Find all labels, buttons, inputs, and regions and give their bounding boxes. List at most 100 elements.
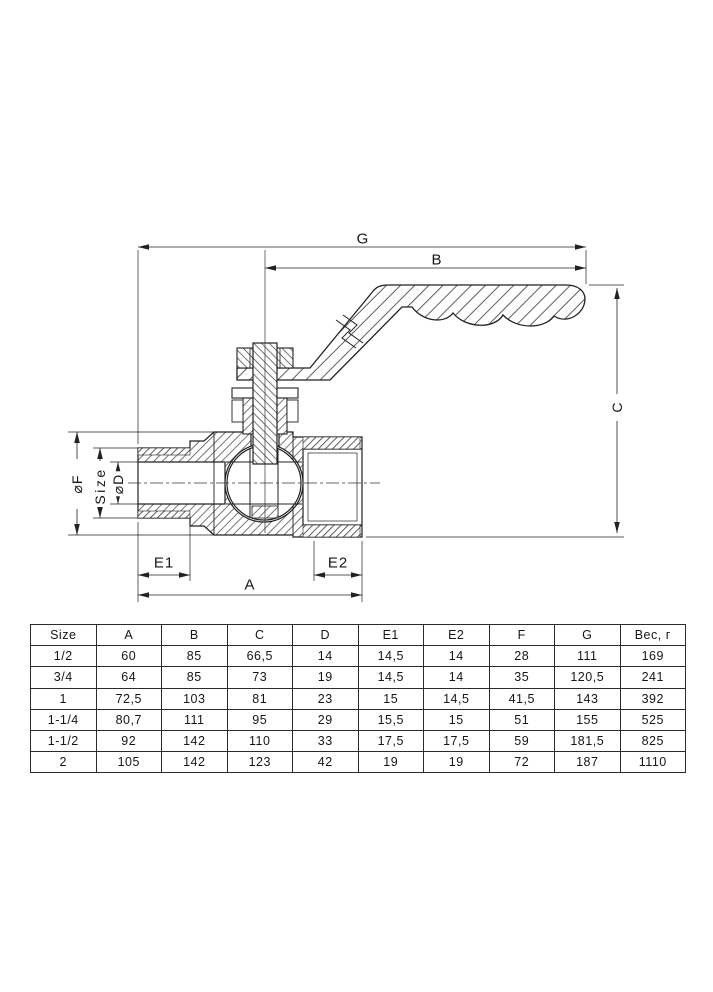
female-thread-band-top — [302, 436, 361, 450]
table-cell: 14,5 — [357, 666, 424, 689]
table-header-cell: G — [554, 623, 621, 647]
table-cell: 23 — [292, 687, 359, 710]
table-cell: 111 — [554, 645, 621, 668]
centerlines — [128, 250, 380, 533]
table-cell: 15,5 — [357, 708, 424, 731]
table-cell: 181,5 — [554, 729, 621, 753]
table-cell: 14 — [292, 645, 359, 668]
table-cell: 825 — [619, 729, 686, 753]
table-header-cell: Вес, г — [619, 623, 686, 647]
table-cell: 14 — [423, 645, 490, 668]
dim-label-e2: E2 — [325, 554, 351, 572]
table-cell: 142 — [161, 729, 228, 753]
table-header-cell: F — [488, 623, 555, 647]
dim-label-a: A — [242, 576, 258, 594]
handle-outline — [236, 284, 586, 381]
table-cell: 123 — [226, 751, 293, 774]
table-cell: 72 — [488, 751, 555, 774]
table-cell: 42 — [292, 751, 359, 774]
table-header-cell: E1 — [357, 623, 424, 647]
female-thread-root — [307, 452, 358, 522]
table-cell: 3/4 — [30, 666, 97, 689]
dim-label-g: G — [354, 230, 372, 248]
table-cell: 19 — [292, 666, 359, 689]
table-cell: 525 — [619, 708, 686, 731]
gland-wing-left — [231, 399, 244, 423]
table-cell: 120,5 — [554, 666, 621, 689]
table-cell: 41,5 — [488, 687, 555, 710]
valve-drawing — [68, 244, 624, 602]
table-cell: 35 — [488, 666, 555, 689]
dimension-lines — [68, 244, 624, 602]
table-cell: 81 — [226, 687, 293, 710]
table-cell: 85 — [161, 666, 228, 689]
table-header-cell: C — [226, 623, 293, 647]
dim-label-d: ⌀D — [110, 471, 126, 497]
female-thread-band-bottom — [302, 524, 361, 538]
dim-label-e1: E1 — [151, 554, 177, 572]
table-cell: 1 — [30, 687, 97, 710]
table-cell: 14 — [423, 666, 490, 689]
handle-break-line — [335, 314, 364, 349]
table-header-cell: A — [95, 623, 162, 647]
table-cell: 169 — [619, 645, 686, 668]
table-cell: 92 — [95, 729, 162, 753]
table-cell: 392 — [619, 687, 686, 710]
table-cell: 187 — [554, 751, 621, 774]
table-cell: 1-1/2 — [30, 729, 97, 753]
table-header-cell: Size — [30, 623, 97, 647]
table-cell: 28 — [488, 645, 555, 668]
table-cell: 14,5 — [357, 645, 424, 668]
table-cell: 85 — [161, 645, 228, 668]
table-cell: 14,5 — [423, 687, 490, 710]
table-cell: 1110 — [619, 751, 686, 774]
table-header-cell: B — [161, 623, 228, 647]
table-cell: 17,5 — [357, 729, 424, 753]
table-cell: 19 — [357, 751, 424, 774]
dim-label-c: C — [609, 399, 625, 415]
gland-wing-right — [286, 399, 299, 423]
table-cell: 142 — [161, 751, 228, 774]
table-cell: 95 — [226, 708, 293, 731]
nut-flats — [249, 348, 281, 368]
table-cell: 111 — [161, 708, 228, 731]
table-cell: 1/2 — [30, 645, 97, 668]
table-cell: 1-1/4 — [30, 708, 97, 731]
table-cell: 73 — [226, 666, 293, 689]
table-cell: 33 — [292, 729, 359, 753]
table-cell: 51 — [488, 708, 555, 731]
male-thread-band-top — [137, 447, 191, 456]
table-cell: 29 — [292, 708, 359, 731]
table-cell: 80,7 — [95, 708, 162, 731]
table-cell: 19 — [423, 751, 490, 774]
table-cell: 241 — [619, 666, 686, 689]
table-cell: 15 — [357, 687, 424, 710]
table-cell: 17,5 — [423, 729, 490, 753]
dim-label-b: B — [429, 251, 445, 269]
table-cell: 66,5 — [226, 645, 293, 668]
table-cell: 59 — [488, 729, 555, 753]
table-cell: 15 — [423, 708, 490, 731]
male-thread-band-bottom — [137, 510, 191, 519]
table-cell: 64 — [95, 666, 162, 689]
table-cell: 143 — [554, 687, 621, 710]
valve-body — [137, 431, 363, 538]
table-cell: 110 — [226, 729, 293, 753]
table-cell: 155 — [554, 708, 621, 731]
table-header-cell: E2 — [423, 623, 490, 647]
table-cell: 105 — [95, 751, 162, 774]
table-cell: 2 — [30, 751, 97, 774]
table-cell: 60 — [95, 645, 162, 668]
dim-label-size: Size — [92, 465, 108, 507]
table-cell: 72,5 — [95, 687, 162, 710]
